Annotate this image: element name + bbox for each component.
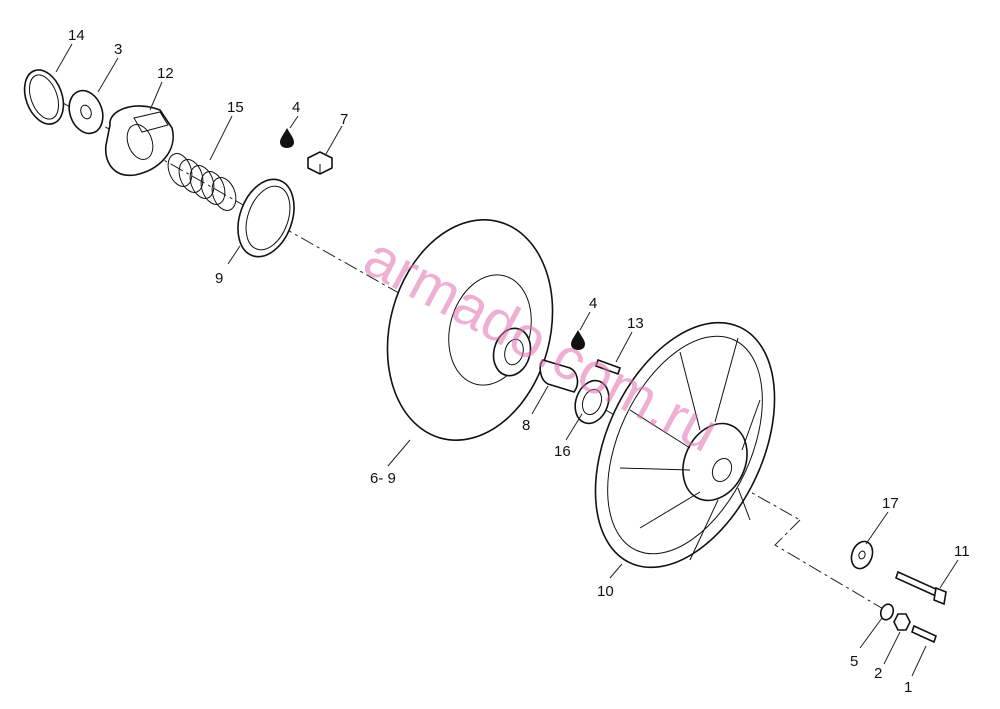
part-8-bushing[interactable] — [539, 359, 579, 393]
grease-drop-icon — [571, 330, 585, 350]
callout-5: 5 — [850, 653, 858, 670]
callout-13: 13 — [627, 315, 644, 332]
part-9-bushing-ring[interactable] — [228, 172, 304, 265]
callout-4-upper: 4 — [292, 99, 300, 116]
part-5-washer[interactable] — [879, 602, 896, 621]
callout-9: 9 — [215, 270, 223, 287]
callout-3: 3 — [114, 41, 122, 58]
callout-7: 7 — [340, 111, 348, 128]
callout-16: 16 — [554, 443, 571, 460]
part-11-bolt[interactable] — [895, 570, 947, 606]
part-12-cam[interactable] — [104, 105, 174, 176]
callout-14: 14 — [68, 27, 85, 44]
part-7-slider-button[interactable] — [307, 151, 333, 175]
part-2-nut[interactable] — [893, 613, 911, 631]
part-16-washer[interactable] — [569, 376, 614, 428]
callout-11: 11 — [954, 543, 970, 560]
callout-15: 15 — [227, 99, 244, 116]
part-3-washer[interactable] — [63, 86, 108, 138]
callout-6-9: 6- 9 — [370, 470, 396, 487]
callout-labels: 14 3 12 15 4 7 9 4 13 8 16 6- 9 17 11 10… — [68, 27, 970, 696]
callout-12: 12 — [157, 65, 174, 82]
callout-4-lower: 4 — [589, 295, 597, 312]
callout-10: 10 — [597, 583, 614, 600]
part-15-spring[interactable] — [164, 150, 240, 213]
callout-17: 17 — [882, 495, 899, 512]
callout-2: 2 — [874, 665, 882, 682]
leader-lines — [55, 43, 959, 677]
part-17-washer[interactable] — [848, 538, 876, 571]
callout-8: 8 — [522, 417, 530, 434]
part-14-retaining-ring[interactable] — [18, 65, 71, 130]
callout-1: 1 — [904, 679, 912, 696]
grease-drop-icon — [280, 128, 294, 148]
part-13-key[interactable] — [594, 358, 622, 376]
part-6-fixed-sheave[interactable] — [364, 201, 577, 459]
part-10-movable-sheave[interactable] — [559, 294, 810, 596]
part-1-set-screw[interactable] — [911, 624, 937, 644]
